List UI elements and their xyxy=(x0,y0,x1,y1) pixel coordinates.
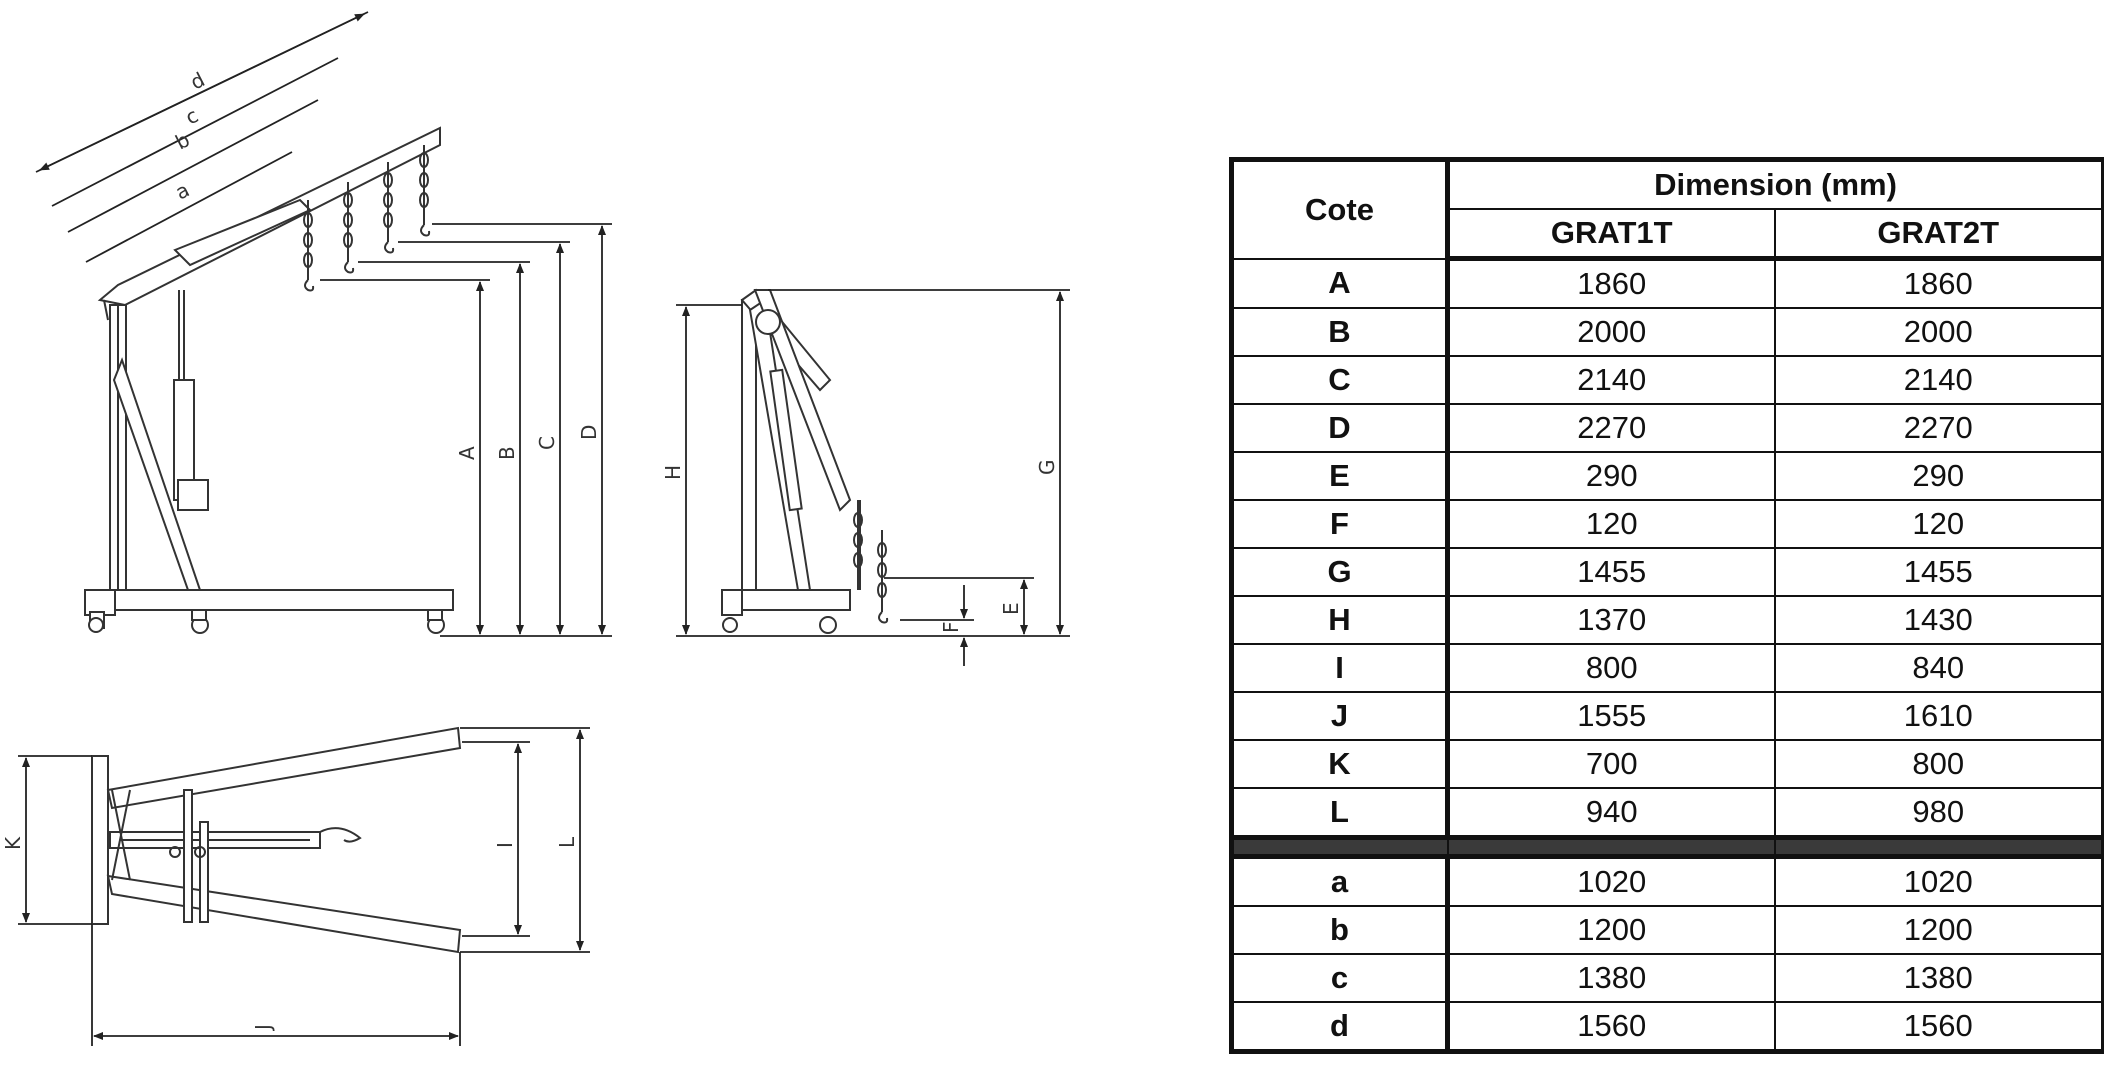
dim-label-F: F xyxy=(939,621,963,633)
grat2t-value: 2140 xyxy=(1773,355,2104,405)
cote-cell: I xyxy=(1230,643,1450,693)
cote-cell: H xyxy=(1230,595,1450,645)
separator xyxy=(1230,835,2104,859)
grat2t-value: 2000 xyxy=(1773,307,2104,357)
cote-cell: E xyxy=(1230,451,1450,501)
dim-label-D: D xyxy=(577,425,601,440)
model-header-grat1t: GRAT1T xyxy=(1446,208,1776,261)
grat1t-value: 290 xyxy=(1446,451,1776,501)
grat1t-value: 940 xyxy=(1446,787,1776,839)
separator-cell xyxy=(1773,835,2104,859)
cote-cell: D xyxy=(1230,403,1450,453)
grat2t-value: 1430 xyxy=(1773,595,2104,645)
dim-label-E: E xyxy=(999,602,1023,615)
dim-label-H: H xyxy=(661,465,685,480)
cote-cell: c xyxy=(1230,953,1450,1003)
grat1t-value: 700 xyxy=(1446,739,1776,789)
cote-cell: L xyxy=(1230,787,1450,839)
dim-label-K: K xyxy=(1,836,25,850)
separator-cell xyxy=(1230,835,1449,859)
grat1t-value: 1455 xyxy=(1446,547,1776,597)
crane-technical-drawings: A B C D a b c d xyxy=(1,11,1070,1046)
grat1t-value: 800 xyxy=(1446,643,1776,693)
grat2t-value: 1455 xyxy=(1773,547,2104,597)
grat1t-value: 120 xyxy=(1446,499,1776,549)
cote-cell: C xyxy=(1230,355,1450,405)
grat2t-value: 840 xyxy=(1773,643,2104,693)
grat2t-value: 290 xyxy=(1773,451,2104,501)
cote-header: Cote xyxy=(1230,158,1450,260)
grat1t-value: 1200 xyxy=(1446,905,1776,955)
grat1t-value: 1860 xyxy=(1446,257,1776,309)
grat1t-value: 2140 xyxy=(1446,355,1776,405)
grat2t-value: 1380 xyxy=(1773,953,2104,1003)
grat2t-value: 1860 xyxy=(1773,257,2104,309)
dim-label-a: a xyxy=(171,178,193,205)
dim-label-b: b xyxy=(171,127,193,154)
dimension-header: Dimension (mm) xyxy=(1446,158,2104,210)
dim-label-B: B xyxy=(495,446,519,460)
grat1t-value: 2270 xyxy=(1446,403,1776,453)
dim-label-J: J xyxy=(251,1024,275,1032)
grat2t-value: 1560 xyxy=(1773,1001,2104,1053)
dim-label-I: I xyxy=(493,842,517,848)
cote-cell: d xyxy=(1230,1001,1450,1053)
cote-cell: B xyxy=(1230,307,1450,357)
side-view xyxy=(84,126,454,634)
grat2t-value: 1200 xyxy=(1773,905,2104,955)
cote-cell: K xyxy=(1230,739,1450,789)
dim-label-A: A xyxy=(455,446,479,460)
cote-cell: b xyxy=(1230,905,1450,955)
grat1t-value: 1370 xyxy=(1446,595,1776,645)
dim-label-C: C xyxy=(535,436,559,450)
cote-cell: G xyxy=(1230,547,1450,597)
separator-cell xyxy=(1446,835,1776,859)
dim-label-c: c xyxy=(181,103,202,129)
grat2t-value: 980 xyxy=(1773,787,2104,839)
model-header-grat2t: GRAT2T xyxy=(1773,208,2104,261)
grat1t-value: 1555 xyxy=(1446,691,1776,741)
cote-cell: J xyxy=(1230,691,1450,741)
grat2t-value: 120 xyxy=(1773,499,2104,549)
top-view xyxy=(91,726,462,954)
grat1t-value: 1560 xyxy=(1446,1001,1776,1053)
grat2t-value: 800 xyxy=(1773,739,2104,789)
grat2t-value: 2270 xyxy=(1773,403,2104,453)
grat1t-value: 2000 xyxy=(1446,307,1776,357)
grat2t-value: 1610 xyxy=(1773,691,2104,741)
cote-cell: A xyxy=(1230,257,1450,309)
cote-cell: F xyxy=(1230,499,1450,549)
dim-label-G: G xyxy=(1035,460,1059,476)
cote-cell: a xyxy=(1230,855,1450,907)
dim-label-L: L xyxy=(555,836,579,848)
dim-label-d: d xyxy=(186,67,208,94)
grat2t-value: 1020 xyxy=(1773,855,2104,907)
grat1t-value: 1380 xyxy=(1446,953,1776,1003)
folded-view xyxy=(721,288,889,634)
grat1t-value: 1020 xyxy=(1446,855,1776,907)
